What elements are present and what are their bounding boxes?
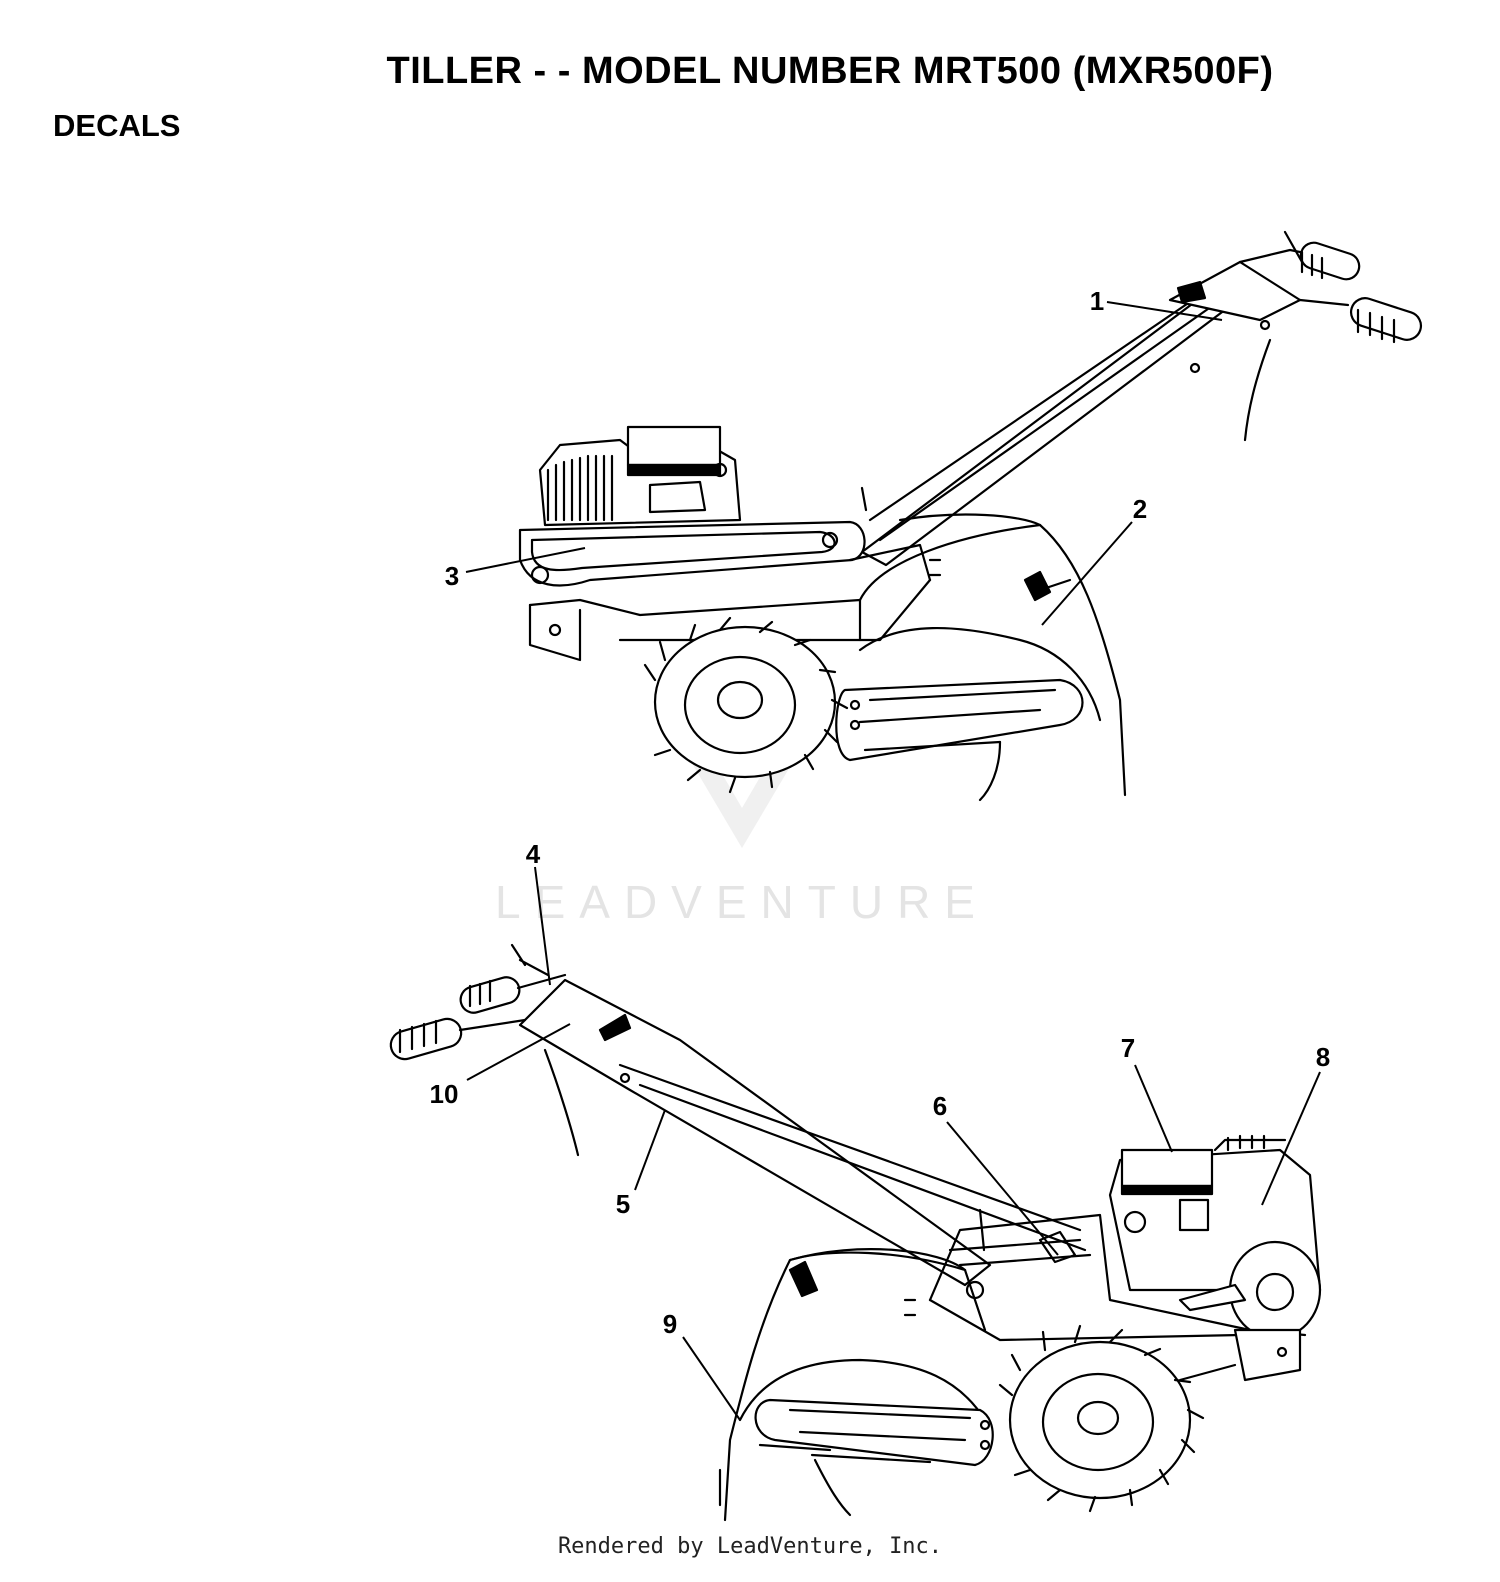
- callout-3: 3: [445, 561, 459, 591]
- callout-7: 7: [1121, 1033, 1135, 1063]
- bottom-tiller-drawing: [389, 943, 1322, 1522]
- section-heading: DECALS: [53, 108, 181, 143]
- callout-1: 1: [1090, 286, 1104, 316]
- callout-10: 10: [430, 1079, 459, 1109]
- callout-2: 2: [1133, 494, 1147, 524]
- callout-8: 8: [1316, 1042, 1330, 1072]
- page-title: TILLER - - MODEL NUMBER MRT500 (MXR500F): [386, 50, 1274, 92]
- callout-leaders: [465, 301, 1321, 1421]
- footer-credit: Rendered by LeadVenture, Inc.: [557, 1534, 943, 1559]
- watermark-text: LEADVENTURE: [495, 876, 989, 928]
- callout-9: 9: [663, 1309, 677, 1339]
- callout-5: 5: [616, 1189, 630, 1219]
- top-tiller-drawing: [518, 230, 1423, 802]
- callout-4: 4: [526, 839, 541, 869]
- callout-6: 6: [933, 1091, 947, 1121]
